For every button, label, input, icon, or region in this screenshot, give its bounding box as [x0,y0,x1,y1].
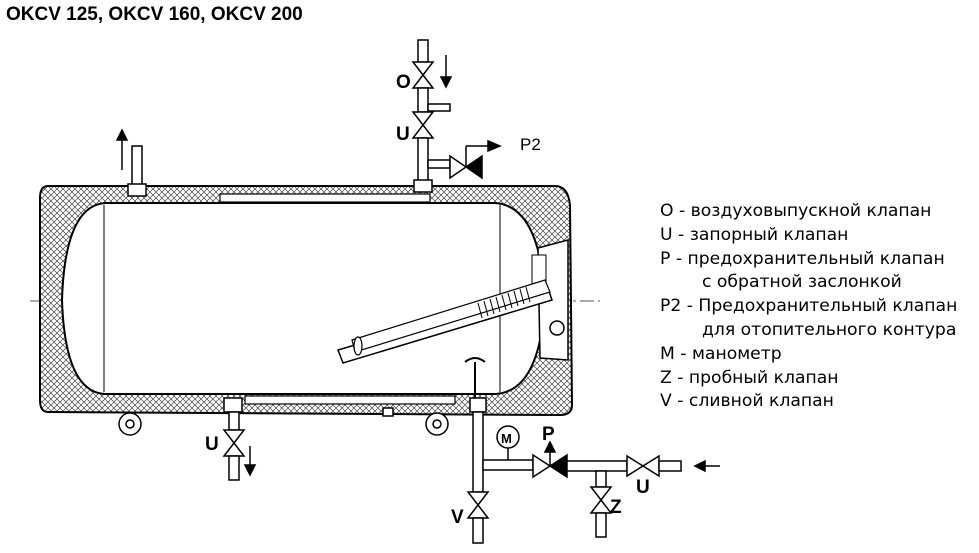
label-o: O [396,72,411,93]
legend-item-o: O - воздуховыпускной клапан [660,201,932,221]
label-p2: P2 [520,135,541,154]
label-v: V [451,507,464,528]
thermostat-knob [549,320,565,336]
heating-element [337,279,553,364]
diagram-title: OKCV 125, OKCV 160, OKCV 200 [6,4,303,25]
label-u-right: U [636,477,650,498]
legend-item-u: U - запорный клапан [660,224,849,245]
legend-item-p2-cont: для отопительного контура [702,319,957,340]
legend-item-p2: P2 - Предохранительный клапан [660,296,958,317]
label-z: Z [610,497,622,518]
legend-item-p: P - предохранительный клапан [660,248,945,269]
legend-item-v: V - сливной клапан [660,391,834,412]
legend: O - воздуховыпускной клапан U - запорный… [660,200,957,414]
label-p: P [542,424,555,445]
legend-item-m: M - манометр [660,343,782,364]
bottom-left-branch [222,397,257,481]
legend-item-z: Z - пробный клапан [660,367,839,388]
top-valve-branch [411,39,502,193]
label-u-bottom-left: U [205,434,219,455]
inner-tank [60,202,547,395]
cold-water-inlet-group [466,397,720,544]
hot-water-outlet [115,128,147,197]
label-u-top: U [396,124,410,145]
label-m: M [501,431,512,446]
feet [118,407,449,436]
legend-item-p-cont: с обратной заслонкой [702,272,902,293]
